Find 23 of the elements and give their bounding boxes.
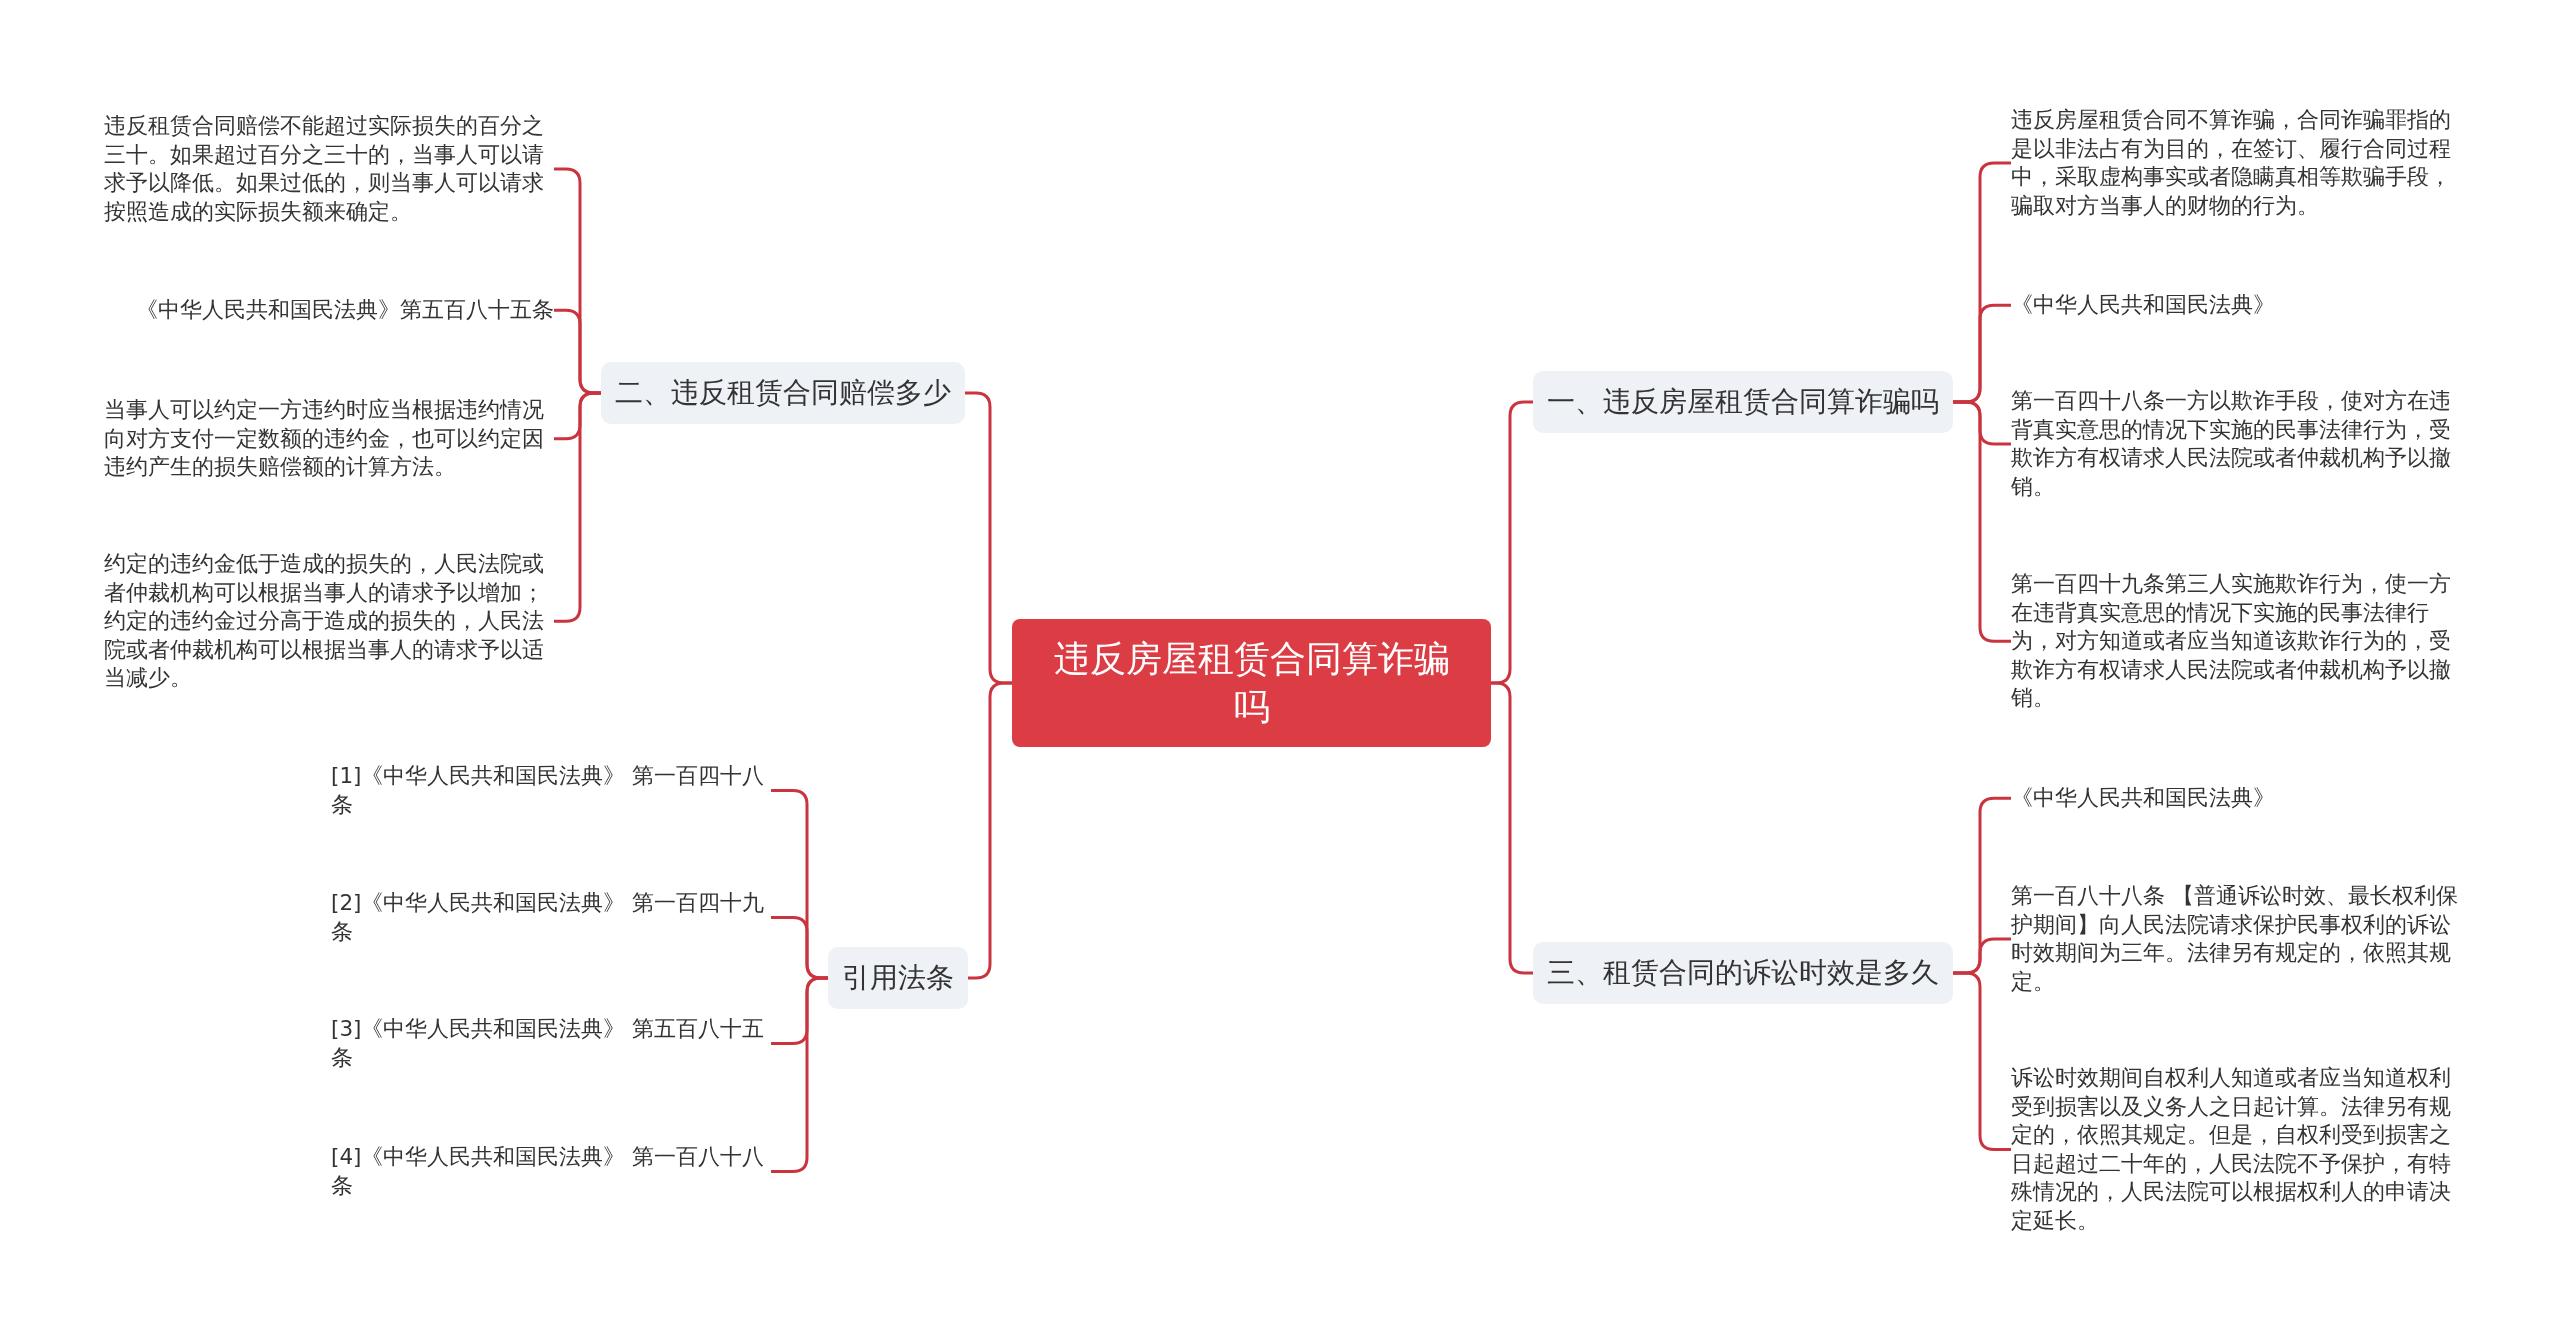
central-topic-box: 违反房屋租赁合同算诈骗吗 [1012, 619, 1491, 747]
note-text: 第一百四十八条一方以欺诈手段，使对方在违背真实意思的情况下实施的民事法律行为，受欺诈方有权请求人民法院或者仲裁机构予以撤销。 [2011, 387, 2461, 501]
note-text: 诉讼时效期间自权利人知道或者应当知道权利受到损害以及义务人之日起计算。法律另有规定的，依照其规定。但是，自权利受到损害之日起超过二十年的，人民法院不予保护，有特殊情况的，人民法院可以根据权利人的申请决定延长。 [2011, 1064, 2461, 1235]
note-text: 《中华人民共和国民法典》第五百八十五条 [104, 296, 554, 325]
note-text: [1]《中华人民共和国民法典》 第一百四十八条 [331, 762, 771, 819]
note-text: [3]《中华人民共和国民法典》 第五百八十五条 [331, 1015, 771, 1072]
topic-box: 三、租赁合同的诉讼时效是多久 [1533, 942, 1953, 1004]
connector-line [968, 681, 1012, 980]
note-text: 违反房屋租赁合同不算诈骗，合同诈骗罪指的是以非法占有为目的，在签订、履行合同过程中，采取虚构事实或者隐瞒真相等欺骗手段，骗取对方当事人的财物的行为。 [2011, 106, 2461, 220]
connector-line [1491, 681, 1533, 975]
topic-box: 引用法条 [828, 947, 968, 1009]
topic-box: 二、违反租赁合同赔偿多少 [601, 362, 965, 424]
note-text: 第一百四十九条第三人实施欺诈行为，使一方在违背真实意思的情况下实施的民事法律行为，对方知道或者应当知道该欺诈行为的，受欺诈方有权请求人民法院或者仲裁机构予以撤销。 [2011, 570, 2461, 713]
note-text: [4]《中华人民共和国民法典》 第一百八十八条 [331, 1143, 771, 1200]
note-text: 违反租赁合同赔偿不能超过实际损失的百分之三十。如果超过百分之三十的，当事人可以请求予以降低。如果过低的，则当事人可以请求按照造成的实际损失额来确定。 [104, 112, 554, 226]
topic-box: 一、违反房屋租赁合同算诈骗吗 [1533, 371, 1953, 433]
note-text: [2]《中华人民共和国民法典》 第一百四十九条 [331, 889, 771, 946]
note-text: 约定的违约金低于造成的损失的，人民法院或者仲裁机构可以根据当事人的请求予以增加；约定的违约金过分高于造成的损失的，人民法院或者仲裁机构可以根据当事人的请求予以适当减少。 [104, 550, 554, 693]
note-text: 《中华人民共和国民法典》 [2011, 784, 2461, 813]
connector-line [771, 976, 828, 1173]
note-text: 《中华人民共和国民法典》 [2011, 291, 2461, 320]
note-text: 当事人可以约定一方违约时应当根据违约情况向对方支付一定数额的违约金，也可以约定因违约产生的损失赔偿额的计算方法。 [104, 396, 554, 482]
note-text: 第一百八十八条 【普通诉讼时效、最长权利保护期间】向人民法院请求保护民事权利的诉讼时效期间为三年。法律另有规定的，依照其规定。 [2011, 882, 2461, 996]
